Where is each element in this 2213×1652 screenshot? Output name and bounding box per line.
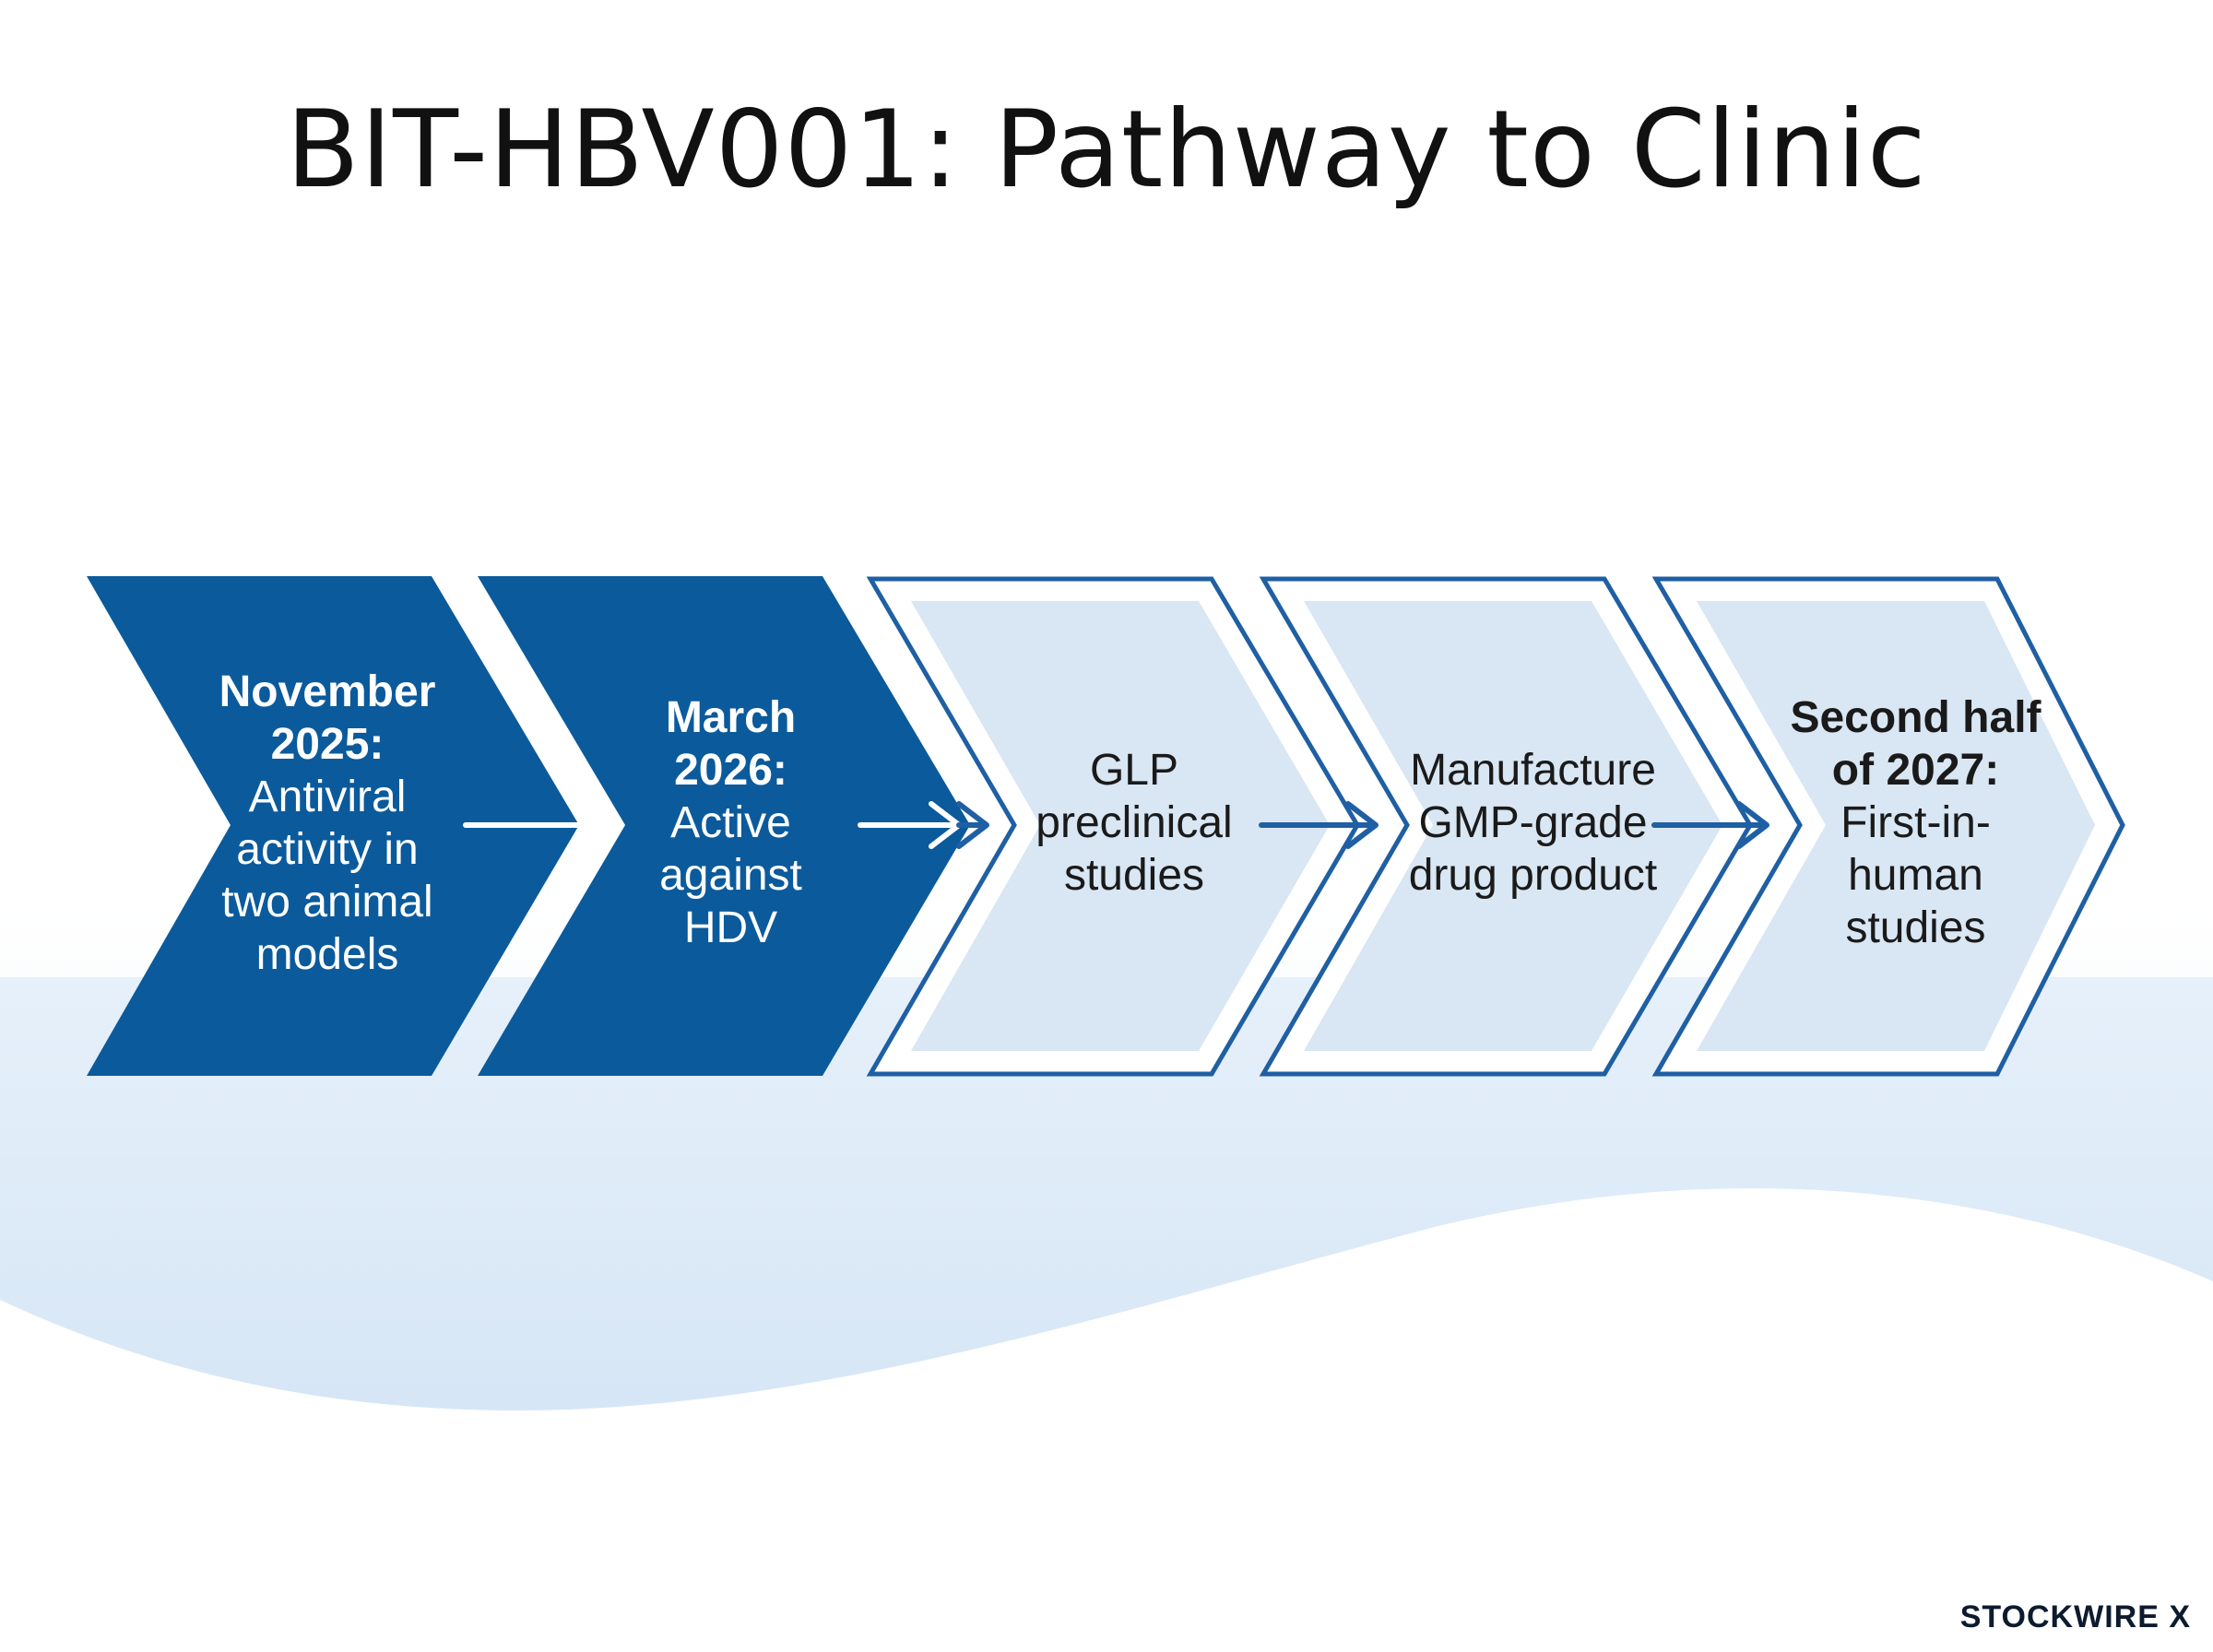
step-5-description: First-in-human studies	[1840, 798, 1991, 952]
step-1-text: November 2025: Antiviral activity in two…	[203, 645, 452, 1000]
step-3-text: GLP preclinical studies	[1019, 645, 1249, 1000]
step-4-description: Manufacture GMP-grade drug product	[1408, 746, 1658, 900]
step-2-description: Active against HDV	[659, 798, 802, 952]
step-1-description: Antiviral activity in two animal models	[221, 772, 433, 979]
arrow-1-to-2	[463, 801, 600, 849]
step-2-chevron	[478, 576, 970, 1076]
arrow-4-to-5	[1651, 801, 1769, 849]
step-4-chevron	[1259, 576, 1753, 1077]
step-4-text: Manufacture GMP-grade drug product	[1388, 645, 1678, 1000]
step-3-description: GLP preclinical studies	[1035, 746, 1233, 900]
step-3-chevron	[866, 576, 1360, 1077]
step-5-date: Second half of 2027:	[1790, 693, 2041, 795]
step-2-text: March 2026: Active against HDV	[622, 645, 839, 1000]
arrow-3-to-4	[1259, 801, 1379, 849]
step-1-chevron	[87, 576, 579, 1076]
step-5-chevron	[1651, 576, 2125, 1077]
step-2-date: March 2026:	[665, 693, 797, 795]
brand-logo: STOCKWIRE X	[1959, 1599, 2191, 1634]
step-5-text: Second half of 2027: First-in-human stud…	[1784, 645, 2047, 1000]
page-title: BIT-HBV001: Pathway to Clinic	[286, 88, 1927, 212]
arrow-2-to-3-tip	[956, 801, 989, 849]
step-1-date: November 2025:	[219, 667, 436, 769]
